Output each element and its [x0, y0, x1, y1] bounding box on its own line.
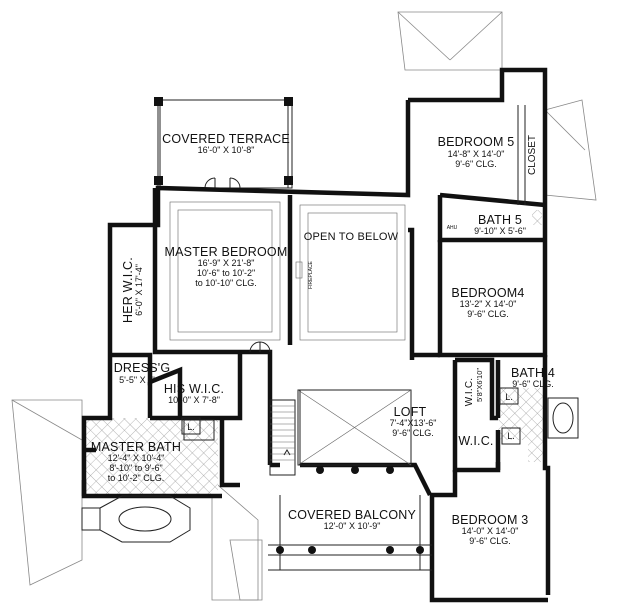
wic-small-label: W.I.C. — [464, 378, 475, 406]
open-to-below-area — [295, 204, 406, 341]
balcony-opening — [297, 389, 412, 466]
bath5-dims: 9'-10" X 5'-6" — [474, 226, 526, 236]
loft-dims: 7'-4"X13'-6" — [390, 418, 437, 428]
dressg-label: DRESS'G — [114, 361, 171, 375]
closet-label: CLOSET — [527, 135, 538, 175]
linen-label-bath4: L. — [505, 392, 513, 402]
master-bedroom-ceiling — [169, 201, 281, 353]
bedroom4-label: BEDROOM4 — [451, 286, 524, 300]
linen-closets — [181, 387, 521, 445]
master-bath-clg2: to 10'-2" CLG. — [108, 473, 164, 483]
bedroom4-dims: 13'-2" X 14'-0" — [460, 299, 517, 309]
master-bedroom-clg1: 10'-6" to 10'-2" — [197, 268, 255, 278]
master-bath-fixtures — [81, 419, 215, 543]
master-bedroom-clg2: to 10'-10" CLG. — [195, 278, 256, 288]
loft-label: LOFT — [394, 405, 427, 419]
covered-balcony — [268, 466, 432, 571]
bath4-clg: 9'-6" CLG. — [512, 379, 553, 389]
wic-small-dims: 5'8"X6'10" — [475, 368, 484, 402]
closet-lines — [517, 105, 526, 205]
her-wic-label: HER W.I.C. — [121, 257, 135, 323]
covered-terrace-dims: 16'-0" X 10'-8" — [198, 145, 255, 155]
loft-clg: 9'-6" CLG. — [392, 428, 433, 438]
master-bath-label: MASTER BATH — [91, 440, 181, 454]
master-bath-dims: 12'-4" X 10'-4" — [108, 453, 165, 463]
fireplace-label: FIREPLACE — [308, 260, 314, 288]
master-bedroom-dims: 16'-9" X 21'-8" — [198, 258, 255, 268]
bedroom5-label: BEDROOM 5 — [438, 135, 515, 149]
open-to-below-label: OPEN TO BELOW — [304, 231, 399, 243]
bedroom3-clg: 9'-6" CLG. — [469, 536, 510, 546]
bedroom5-clg: 9'-6" CLG. — [455, 159, 496, 169]
wic-lower-label: W.I.C. — [458, 434, 493, 448]
dressg-dims: 5'-5" X 7' — [119, 375, 155, 385]
roof-outlines — [11, 11, 597, 601]
covered-balcony-label: COVERED BALCONY — [288, 508, 416, 522]
linen-label-master-bath: L. — [187, 422, 195, 432]
bedroom5-dims: 14'-8" X 14'-0" — [448, 149, 505, 159]
room-labels: COVERED TERRACE 16'-0" X 10'-8" BEDROOM … — [91, 132, 555, 546]
covered-terrace-label: COVERED TERRACE — [162, 132, 290, 146]
ahu-label: AHU — [447, 225, 458, 231]
walls — [81, 67, 551, 603]
bedroom4-clg: 9'-6" CLG. — [467, 309, 508, 319]
master-bedroom-label: MASTER BEDROOM — [165, 245, 288, 259]
bedroom3-label: BEDROOM 3 — [452, 513, 529, 527]
master-bath-clg1: 8'-10" to 9'-6" — [109, 463, 162, 473]
stair — [269, 390, 301, 476]
his-wic-dims: 10'-0" X 7'-8" — [168, 395, 220, 405]
his-wic-label: HIS W.I.C. — [164, 382, 224, 396]
bath4-fixtures — [547, 397, 579, 439]
covered-balcony-dims: 12'-0" X 10'-9" — [324, 521, 381, 531]
her-wic-dims: 6'-0" X 17'-4" — [134, 264, 144, 316]
bath4-label: BATH 4 — [511, 366, 555, 380]
bath5-label: BATH 5 — [478, 213, 522, 227]
linen-label-wic: L. — [507, 431, 515, 441]
tile-areas — [86, 210, 543, 496]
bedroom3-dims: 14'-0" X 14'-0" — [462, 526, 519, 536]
